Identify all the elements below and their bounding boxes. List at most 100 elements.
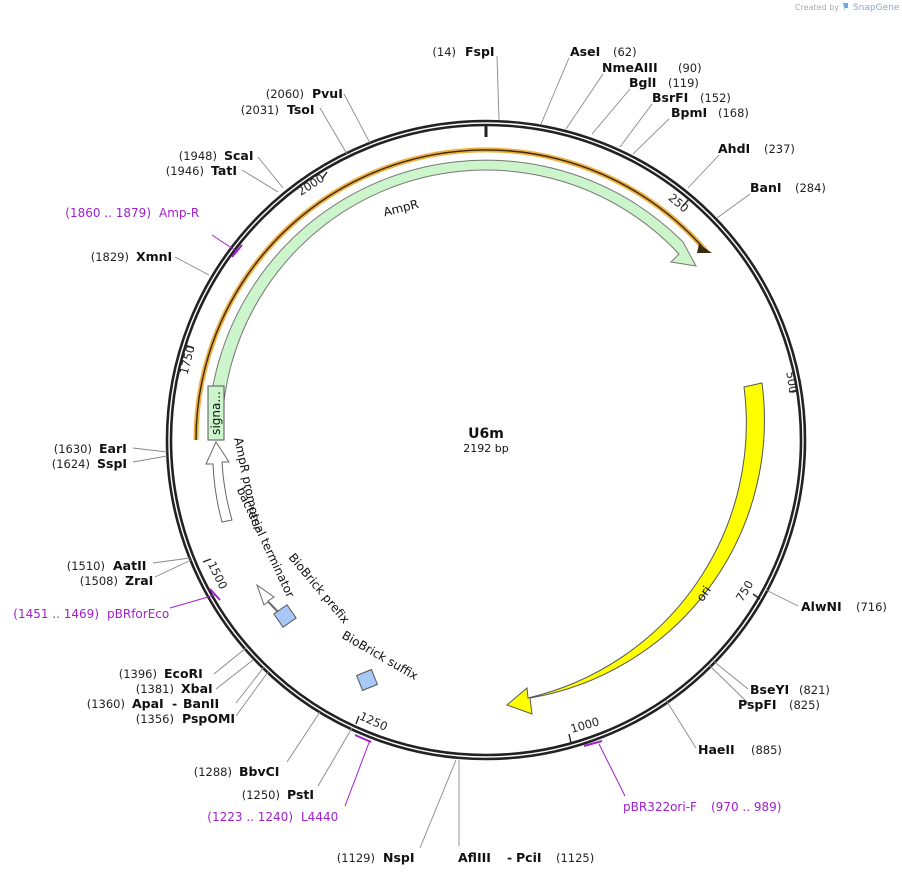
svg-text:(1129): (1129) — [337, 851, 375, 865]
svg-text:Amp-R: Amp-R — [159, 206, 199, 220]
enzyme-nmeaiii[interactable]: NmeAIII (90) — [602, 60, 702, 75]
enzyme-nspi[interactable]: (1129) NspI — [337, 850, 415, 865]
svg-text:AhdI: AhdI — [718, 141, 750, 156]
svg-text:(90): (90) — [678, 61, 702, 75]
svg-text:NmeAIII: NmeAIII — [602, 60, 658, 75]
svg-text:(62): (62) — [613, 45, 637, 59]
svg-text:SspI: SspI — [97, 456, 127, 471]
svg-text:(1360): (1360) — [87, 697, 125, 711]
enzyme-bseyi[interactable]: BseYI (821) — [750, 682, 830, 697]
svg-text:XmnI: XmnI — [136, 249, 172, 264]
enzyme-pspfi[interactable]: PspFI (825) — [738, 697, 820, 712]
enzyme-pspomi[interactable]: (1356) PspOMI — [136, 711, 235, 726]
svg-text:(1223 .. 1240): (1223 .. 1240) — [207, 810, 293, 824]
enzyme-ahdi[interactable]: AhdI (237) — [718, 141, 795, 156]
svg-text:AatII: AatII — [113, 558, 146, 573]
svg-text:BanII: BanII — [183, 696, 219, 711]
svg-text:(119): (119) — [668, 76, 699, 90]
svg-text:EcoRI: EcoRI — [164, 666, 203, 681]
ampr-highlight — [193, 147, 712, 441]
enzyme-tati[interactable]: (1946) TatI — [166, 163, 237, 178]
svg-text:PspOMI: PspOMI — [182, 711, 235, 726]
enzyme-tsoi[interactable]: (2031) TsoI — [241, 102, 315, 117]
enzyme-fspi[interactable]: (14) FspI — [432, 44, 494, 59]
svg-text:PspFI: PspFI — [738, 697, 777, 712]
bacterial-terminator-feature: bacterial terminator — [234, 485, 298, 600]
svg-text:-: - — [507, 850, 512, 865]
svg-text:(284): (284) — [795, 181, 826, 195]
snapgene-logo-icon — [843, 3, 848, 11]
svg-text:(1288): (1288) — [194, 765, 232, 779]
svg-text:BanI: BanI — [750, 180, 782, 195]
enzyme-pvui[interactable]: (2060) PvuI — [266, 86, 343, 101]
svg-text:(152): (152) — [700, 91, 731, 105]
enzyme-sspi[interactable]: (1624) SspI — [52, 456, 127, 471]
enzyme-bpmi[interactable]: BpmI (168) — [671, 105, 749, 120]
enzyme-bbvci[interactable]: (1288) BbvCI — [194, 764, 280, 779]
enzyme-apai-banii[interactable]: (1360) ApaI - BanII — [87, 696, 219, 711]
svg-text:EarI: EarI — [99, 441, 127, 456]
plasmid-size: 2192 bp — [463, 442, 508, 455]
signal-label: signa... — [209, 391, 223, 435]
svg-text:AseI: AseI — [570, 44, 600, 59]
svg-text:AflIII: AflIII — [458, 850, 491, 865]
primer-amp-r[interactable]: (1860 .. 1879) Amp-R — [65, 206, 199, 220]
tick-500: 500 — [783, 370, 800, 394]
svg-text:(1860 .. 1879): (1860 .. 1879) — [65, 206, 151, 220]
primer-l4440[interactable]: (1223 .. 1240) L4440 — [207, 810, 338, 824]
enzyme-bgli[interactable]: BglI (119) — [629, 75, 699, 90]
svg-text:AlwNI: AlwNI — [801, 599, 842, 614]
svg-text:(716): (716) — [856, 600, 887, 614]
svg-text:1000: 1000 — [569, 714, 601, 736]
biobrick-suffix-label: BioBrick suffix — [340, 628, 421, 683]
svg-text:(1829): (1829) — [91, 250, 129, 264]
svg-text:(2060): (2060) — [266, 87, 304, 101]
enzyme-alwni[interactable]: AlwNI (716) — [801, 599, 887, 614]
enzyme-ecori[interactable]: (1396) EcoRI — [119, 666, 203, 681]
enzyme-scai[interactable]: (1948) ScaI — [179, 148, 254, 163]
svg-text:(1510): (1510) — [67, 559, 105, 573]
credit-brand: SnapGene — [853, 3, 900, 13]
primer-pbr322ori-f[interactable]: pBR322ori-F (970 .. 989) — [623, 800, 781, 814]
enzyme-bsrfi[interactable]: BsrFI (152) — [652, 90, 731, 105]
enzyme-haeii[interactable]: HaeII (885) — [698, 742, 782, 757]
primer-labels: (1860 .. 1879) Amp-R (1451 .. 1469) pBRf… — [13, 206, 781, 824]
enzyme-xmni[interactable]: (1829) XmnI — [91, 249, 172, 264]
enzyme-xbai[interactable]: (1381) XbaI — [136, 681, 213, 696]
svg-text:(1508): (1508) — [80, 574, 118, 588]
svg-text:FspI: FspI — [465, 44, 495, 59]
signal-sequence-feature[interactable]: signa... — [207, 385, 225, 441]
svg-text:L4440: L4440 — [301, 810, 338, 824]
primer-pbrforeco[interactable]: (1451 .. 1469) pBRforEco — [13, 607, 169, 621]
biobrick-suffix-feature[interactable]: BioBrick suffix — [340, 628, 421, 692]
svg-text:NspI: NspI — [383, 850, 415, 865]
svg-text:1500: 1500 — [205, 559, 230, 591]
svg-text:500: 500 — [783, 370, 800, 394]
primer-marks — [169, 234, 626, 807]
svg-text:TsoI: TsoI — [287, 102, 315, 117]
svg-text:pBR322ori-F: pBR322ori-F — [623, 800, 697, 814]
enzyme-aatii[interactable]: (1510) AatII — [67, 558, 147, 573]
plasmid-name: U6m — [468, 426, 504, 442]
svg-text:PstI: PstI — [287, 787, 314, 802]
enzyme-aflIII-pcii[interactable]: AflIII - PciI (1125) — [458, 850, 594, 865]
svg-text:(1948): (1948) — [179, 149, 217, 163]
svg-text:ApaI: ApaI — [132, 696, 164, 711]
svg-text:(2031): (2031) — [241, 103, 279, 117]
svg-text:ZraI: ZraI — [125, 573, 153, 588]
svg-text:PvuI: PvuI — [312, 86, 343, 101]
svg-text:(825): (825) — [789, 698, 820, 712]
enzyme-asei[interactable]: AseI (62) — [570, 44, 637, 59]
svg-text:BpmI: BpmI — [671, 105, 707, 120]
enzyme-zrai[interactable]: (1508) ZraI — [80, 573, 154, 588]
ori-feature[interactable]: ori — [506, 382, 765, 715]
enzyme-bani[interactable]: BanI (284) — [750, 180, 826, 195]
svg-text:pBRforEco: pBRforEco — [107, 607, 169, 621]
enzyme-psti[interactable]: (1250) PstI — [242, 787, 314, 802]
tick-layer: 250 500 750 1000 1250 1500 1750 2000 — [177, 171, 801, 744]
enzyme-eari[interactable]: (1630) EarI — [54, 441, 127, 456]
svg-text:(1396): (1396) — [119, 667, 157, 681]
svg-text:(1451 .. 1469): (1451 .. 1469) — [13, 607, 99, 621]
svg-text:(1630): (1630) — [54, 442, 92, 456]
